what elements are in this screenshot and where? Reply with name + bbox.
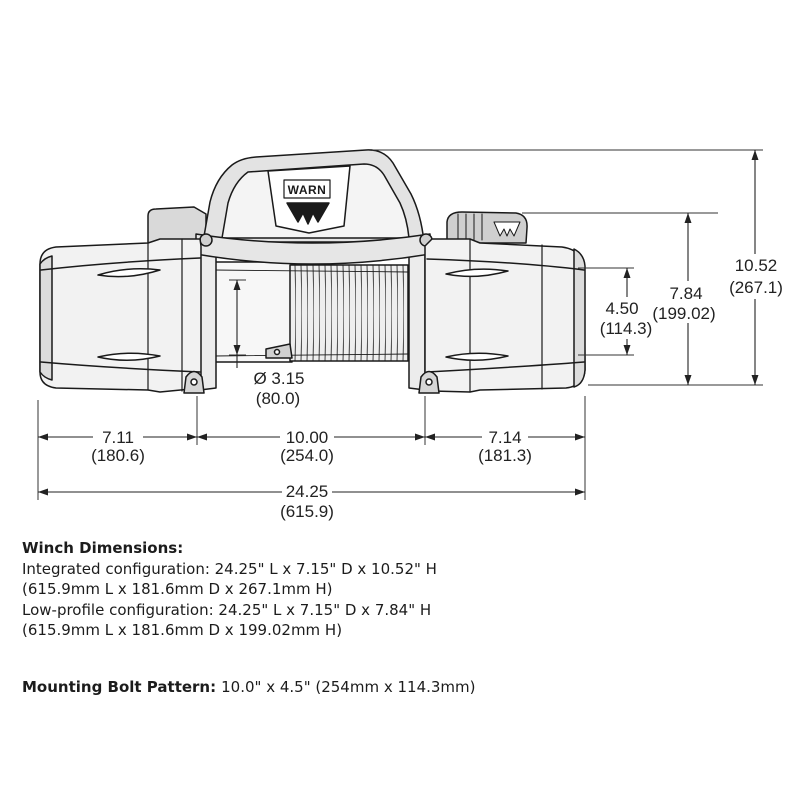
left-housing-band-bottom <box>40 361 201 373</box>
mounting-bolt-pattern-heading: Mounting Bolt Pattern: <box>22 678 217 696</box>
low-profile-config-metric: (615.9mm L x 181.6mm D x 199.02mm H) <box>22 621 343 639</box>
drum-flange-right <box>408 249 426 391</box>
mounting-bolt-pattern-value: 10.0" x 4.5" (254mm x 114.3mm) <box>221 678 476 696</box>
right-housing-band-top <box>426 258 585 271</box>
remote-socket-w-mark <box>493 221 521 237</box>
right-housing-band-bottom <box>426 361 585 373</box>
label-bolt-depth-in: 4.50 <box>605 299 638 318</box>
winch-dimensions-heading: Winch Dimensions: <box>22 539 184 557</box>
left-end-housing <box>39 238 202 393</box>
mounting-bolt-right <box>425 378 433 386</box>
label-left-length-mm: (180.6) <box>91 446 145 465</box>
dimension-lines <box>38 150 759 496</box>
label-height-integrated-mm: (267.1) <box>729 278 783 297</box>
right-housing-dividers <box>469 238 543 393</box>
logo-text: WARN <box>288 183 327 197</box>
integrated-config-metric: (615.9mm L x 181.6mm D x 267.1mm H) <box>22 580 333 598</box>
label-right-length-mm: (181.3) <box>478 446 532 465</box>
label-drum-diameter-in: Ø 3.15 <box>253 369 304 388</box>
drum-flange-left <box>199 249 217 391</box>
label-height-low-profile-mm: (199.02) <box>652 304 715 323</box>
label-drum-length-in: 10.00 <box>286 428 329 447</box>
low-profile-config-imperial: Low-profile configuration: 24.25" L x 7.… <box>22 600 432 619</box>
left-end-cap <box>39 255 53 381</box>
right-end-housing <box>424 238 586 393</box>
logo-badge <box>283 179 331 199</box>
left-housing-dividers <box>147 238 183 392</box>
label-drum-diameter-mm: (80.0) <box>256 389 300 408</box>
tie-bar-bolt-left <box>199 233 213 247</box>
winch-drawing: WARN <box>39 149 586 394</box>
drum-edge-lines <box>213 269 409 357</box>
clutch-housing <box>147 206 207 244</box>
label-overall-length-in: 24.25 <box>286 482 329 501</box>
label-left-length-in: 7.11 <box>102 428 134 447</box>
logo-w-mark <box>286 202 330 225</box>
left-housing-band-top <box>40 257 201 271</box>
label-overall-length-mm: (615.9) <box>280 502 334 521</box>
cable-anchor-screw <box>273 348 281 356</box>
winch-dimensions-block: Winch Dimensions: Integrated configurati… <box>22 538 437 641</box>
label-right-length-in: 7.14 <box>488 428 521 447</box>
mounting-bolt-left <box>190 378 198 386</box>
right-housing-slot-top <box>445 268 509 278</box>
label-drum-length-mm: (254.0) <box>280 446 334 465</box>
right-end-cap <box>573 248 586 388</box>
remote-socket-ridges <box>457 213 483 241</box>
label-height-integrated-in: 10.52 <box>735 256 778 275</box>
label-height-low-profile-in: 7.84 <box>669 284 702 303</box>
dimension-labels: 10.52 (267.1) 7.84 (199.02) 4.50 (114.3)… <box>91 256 783 521</box>
left-housing-slot-top <box>97 268 161 278</box>
left-housing-slot-bottom <box>97 352 161 361</box>
winch-dimension-diagram: WARN <box>37 149 783 521</box>
label-bolt-depth-mm: (114.3) <box>600 319 653 338</box>
drum-cable-wraps <box>289 264 409 362</box>
integrated-config-imperial: Integrated configuration: 24.25" L x 7.1… <box>22 559 437 578</box>
mounting-bolt-pattern-line: Mounting Bolt Pattern:10.0" x 4.5" (254m… <box>22 677 476 698</box>
right-housing-slot-bottom <box>445 352 509 361</box>
